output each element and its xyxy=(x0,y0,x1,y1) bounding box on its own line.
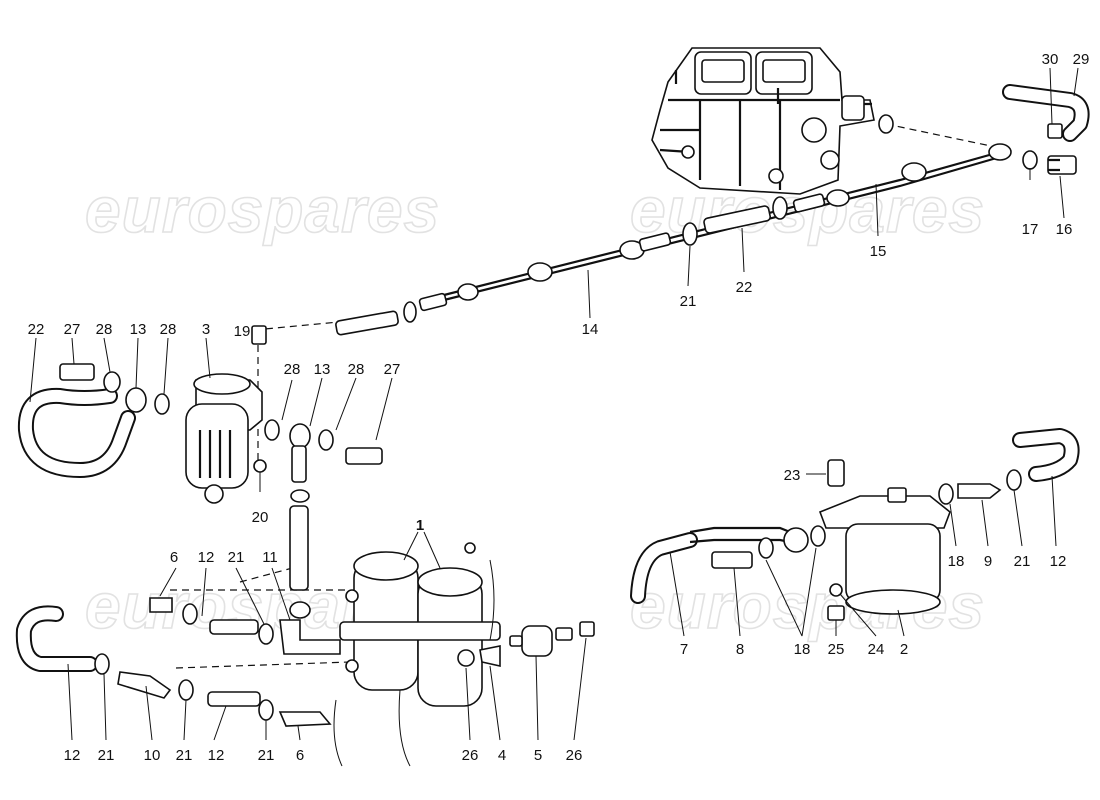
callout-29: 29 xyxy=(1073,51,1090,68)
callout-16: 16 xyxy=(1056,221,1073,238)
callout-28: 28 xyxy=(96,321,113,338)
callout-21: 21 xyxy=(680,293,697,310)
callout-12: 12 xyxy=(198,549,215,566)
callout-21: 21 xyxy=(98,747,115,764)
carburettor-illustration xyxy=(651,47,875,195)
short-hoses xyxy=(335,196,788,336)
callout-28: 28 xyxy=(284,361,301,378)
callout-10: 10 xyxy=(144,747,161,764)
callout-21: 21 xyxy=(258,747,275,764)
callout-19: 19 xyxy=(234,323,251,340)
right-filter-assembly xyxy=(630,428,1080,621)
fuel-pump-pair xyxy=(333,542,501,767)
callout-18: 18 xyxy=(794,641,811,658)
callout-14: 14 xyxy=(582,321,599,338)
callout-9: 9 xyxy=(984,553,992,570)
callout-18: 18 xyxy=(948,553,965,570)
callout-26: 26 xyxy=(566,747,583,764)
callout-15: 15 xyxy=(870,243,887,260)
callout-25: 25 xyxy=(828,641,845,658)
callout-3: 3 xyxy=(202,321,210,338)
watermark-text: eurospares xyxy=(85,174,440,246)
callout-7: 7 xyxy=(680,641,688,658)
callout-2: 2 xyxy=(900,641,908,658)
callout-21: 21 xyxy=(228,549,245,566)
callout-28: 28 xyxy=(348,361,365,378)
upper-fuel-pipe xyxy=(418,143,1012,312)
callout-22: 22 xyxy=(736,279,753,296)
callout-5: 5 xyxy=(534,747,542,764)
callout-12: 12 xyxy=(64,747,81,764)
callout-27: 27 xyxy=(384,361,401,378)
callout-12: 12 xyxy=(208,747,225,764)
callout-6: 6 xyxy=(170,549,178,566)
callout-30: 30 xyxy=(1042,51,1059,68)
callout-22: 22 xyxy=(28,321,45,338)
callout-labels: 30 29 17 16 15 22 21 14 22 27 28 13 28 3… xyxy=(28,51,1090,764)
callout-13: 13 xyxy=(130,321,147,338)
callout-6: 6 xyxy=(296,747,304,764)
callout-21: 21 xyxy=(1014,553,1031,570)
top-right-fittings xyxy=(878,84,1090,175)
lower-left-lines xyxy=(15,505,341,727)
callout-23: 23 xyxy=(784,467,801,484)
callout-17: 17 xyxy=(1022,221,1039,238)
callout-26: 26 xyxy=(462,747,479,764)
callout-13: 13 xyxy=(314,361,331,378)
callout-11: 11 xyxy=(262,549,278,566)
filter-element-5 xyxy=(509,621,595,657)
callout-1: 1 xyxy=(416,517,424,534)
callout-8: 8 xyxy=(736,641,744,658)
callout-27: 27 xyxy=(64,321,81,338)
callout-4: 4 xyxy=(498,747,506,764)
callout-24: 24 xyxy=(868,641,885,658)
callout-21: 21 xyxy=(176,747,193,764)
leader-lines xyxy=(29,67,1079,741)
upper-left-assembly xyxy=(17,325,383,504)
callout-28: 28 xyxy=(160,321,177,338)
callout-12: 12 xyxy=(1050,553,1067,570)
callout-20: 20 xyxy=(252,509,269,526)
